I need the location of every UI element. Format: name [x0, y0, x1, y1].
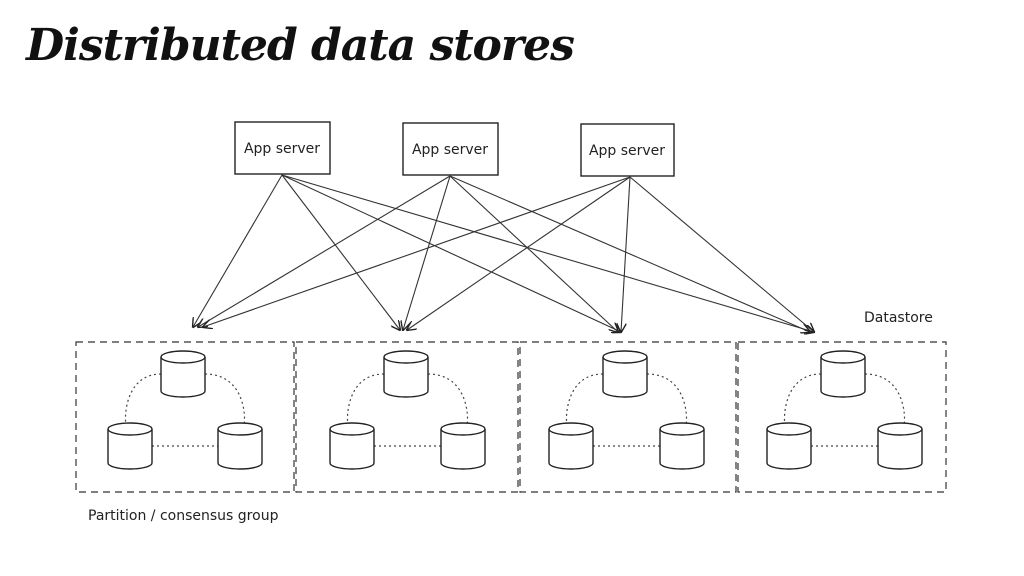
app-server-1: App server — [234, 121, 331, 175]
arrow — [629, 176, 814, 332]
arrow — [281, 174, 400, 330]
arrow — [198, 175, 451, 327]
database-icon — [107, 422, 153, 470]
arrow — [621, 176, 631, 332]
database-icon — [820, 350, 866, 398]
arrow — [407, 176, 631, 330]
database-icon — [877, 422, 923, 470]
arrow — [449, 175, 810, 332]
arrow — [203, 176, 631, 327]
connection-arrows — [193, 174, 814, 332]
database-icon — [440, 422, 486, 470]
database-icon — [383, 350, 429, 398]
arrow — [449, 175, 618, 332]
arrow — [193, 174, 283, 327]
database-icon — [602, 350, 648, 398]
database-icon — [548, 422, 594, 470]
arrow — [403, 175, 451, 330]
database-icon — [217, 422, 263, 470]
page-title: Distributed data stores — [26, 20, 575, 71]
partitions — [75, 341, 947, 493]
replication-links — [346, 373, 469, 447]
replication-links — [124, 373, 246, 447]
database-nodes — [107, 350, 923, 470]
partition-2 — [295, 341, 519, 493]
app-server-2-label: App server — [412, 142, 488, 158]
partition-label: Partition / consensus group — [88, 508, 279, 524]
arrow — [281, 174, 621, 332]
partition-1 — [75, 341, 295, 493]
app-server-3: App server — [580, 123, 675, 177]
database-icon — [160, 350, 206, 398]
app-server-1-label: App server — [244, 141, 320, 157]
app-server-2: App server — [402, 122, 499, 176]
datastore-label: Datastore — [864, 310, 933, 326]
replication-links — [783, 373, 906, 447]
database-icon — [766, 422, 812, 470]
app-server-3-label: App server — [589, 143, 665, 159]
database-icon — [659, 422, 705, 470]
partition-3 — [519, 341, 737, 493]
partition-4 — [737, 341, 947, 493]
replication-links — [565, 373, 688, 447]
arrow — [281, 174, 814, 332]
database-icon — [329, 422, 375, 470]
